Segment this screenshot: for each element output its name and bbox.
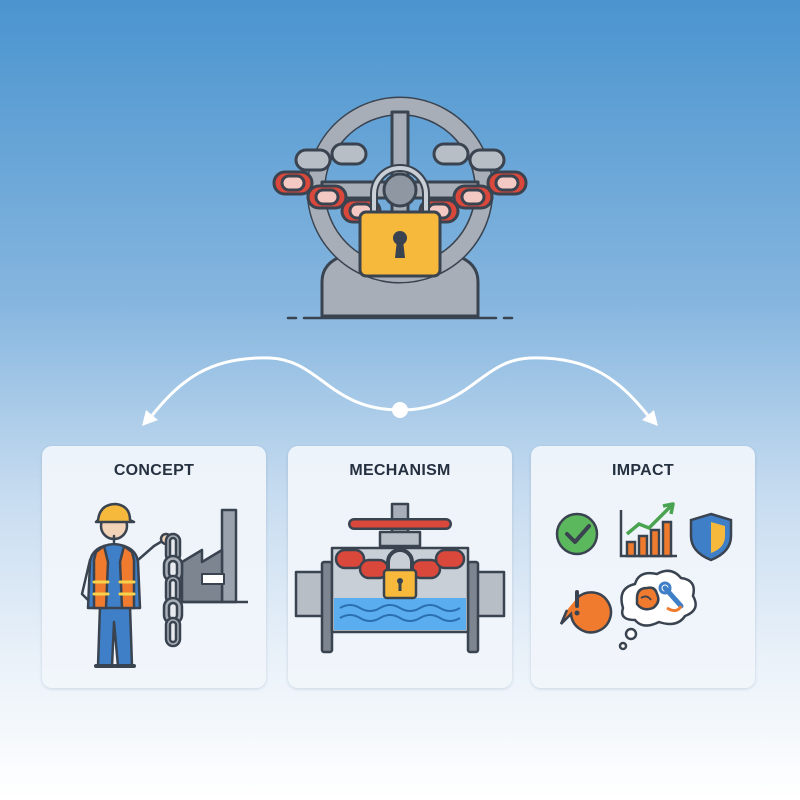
thought-bubble-icon — [618, 569, 697, 651]
worker-icon — [80, 502, 173, 668]
card-concept: CONCEPT — [42, 446, 266, 688]
card-impact: IMPACT — [531, 446, 755, 688]
card-mechanism: MECHANISM — [288, 446, 512, 688]
chain-icon — [162, 532, 184, 648]
warning-icon — [559, 590, 613, 634]
arrowhead-left — [142, 410, 158, 426]
padlock-icon — [358, 164, 442, 278]
card-title: IMPACT — [612, 462, 674, 479]
impact-illustration — [555, 502, 733, 651]
hero-chained-valve-illustration — [272, 96, 528, 320]
flow-arrows — [142, 356, 658, 426]
arrow-left — [148, 356, 401, 419]
shield-icon — [689, 512, 733, 562]
flow-origin-dot — [392, 402, 408, 418]
arrowhead-right — [642, 410, 658, 426]
card-title: CONCEPT — [113, 462, 195, 479]
growth-chart-icon — [619, 502, 677, 558]
arrow-right — [399, 356, 652, 419]
card-title: MECHANISM — [349, 462, 451, 479]
concept-illustration — [80, 502, 248, 668]
padlock-icon — [382, 548, 418, 600]
water-icon — [334, 598, 466, 630]
gray-chain-back — [294, 142, 506, 172]
check-icon — [555, 512, 599, 556]
factory-icon — [172, 508, 248, 604]
mechanism-illustration — [294, 502, 506, 654]
